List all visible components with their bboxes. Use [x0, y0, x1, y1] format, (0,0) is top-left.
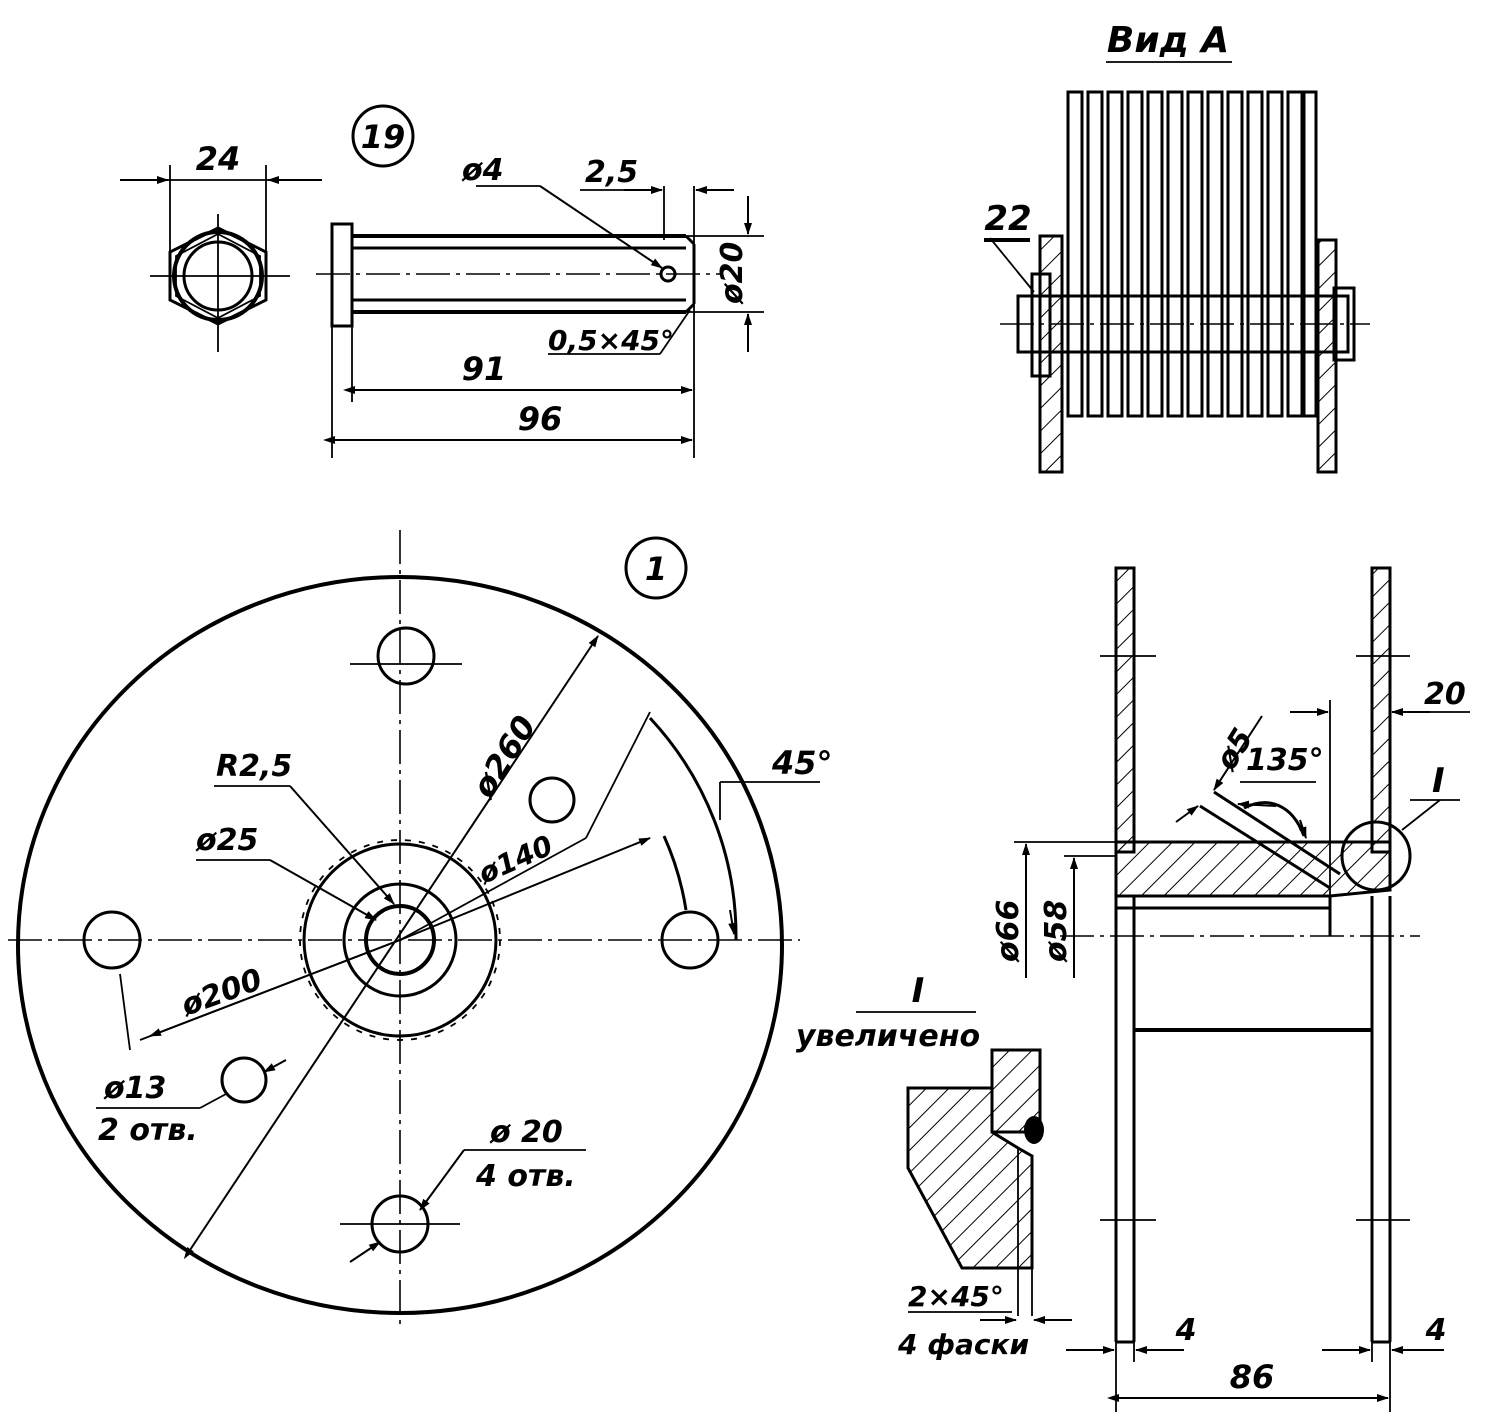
viewA-title: Вид А — [1107, 20, 1229, 61]
part19-side-view — [316, 185, 764, 458]
part1-dim-angle: 45° — [771, 744, 833, 782]
part1-holes20-a: ø 20 — [489, 1115, 563, 1150]
part19-hex-view — [120, 165, 322, 352]
part1-disc — [8, 530, 820, 1330]
part1-label: 1 — [645, 550, 667, 588]
detail-chamfer-a: 2×45° — [908, 1280, 1004, 1313]
section-dim-58: ø58 — [1039, 900, 1074, 963]
detail-caption: увеличено — [796, 1019, 980, 1054]
part19-dim-hex: 24 — [196, 140, 241, 178]
section-dim-right4: 4 — [1425, 1313, 1447, 1348]
part1-holes13-b: 2 отв. — [98, 1113, 198, 1148]
viewA-drum — [989, 90, 1370, 474]
part19-dim-len1: 91 — [462, 350, 507, 388]
detail-label-I: I — [912, 971, 925, 1011]
part1-label-circle — [624, 536, 688, 600]
section-dim-20: 20 — [1424, 677, 1466, 712]
part19-dim-end: 2,5 — [585, 155, 638, 190]
part19-dim-chamfer: 0,5×45° — [548, 324, 674, 357]
part1-dim-bore: ø25 — [195, 823, 258, 858]
part1-holes20-b: 4 отв. — [475, 1159, 576, 1194]
detail-view — [906, 1048, 1072, 1324]
section-dim-angle: 135° — [1246, 743, 1324, 778]
section-label-I: I — [1432, 761, 1445, 801]
viewA-part-no: 22 — [984, 199, 1031, 239]
section-dim-66: ø66 — [991, 900, 1026, 963]
part19-label: 19 — [361, 118, 406, 156]
detail-chamfer-b: 4 фаски — [897, 1328, 1029, 1361]
part19-label-circle — [351, 104, 415, 168]
section-dim-left4: 4 — [1175, 1313, 1197, 1348]
section-dim-width: 86 — [1230, 1358, 1275, 1396]
part19-dim-len2: 96 — [518, 400, 563, 438]
part19-dim-dia: ø20 — [715, 242, 750, 305]
part1-holes13-a: ø13 — [103, 1071, 166, 1106]
part1-dim-pcd: ø200 — [176, 962, 267, 1024]
part19-dim-hole: ø4 — [461, 153, 503, 188]
section-view — [1014, 566, 1470, 1412]
part1-dim-r: R2,5 — [216, 749, 292, 784]
